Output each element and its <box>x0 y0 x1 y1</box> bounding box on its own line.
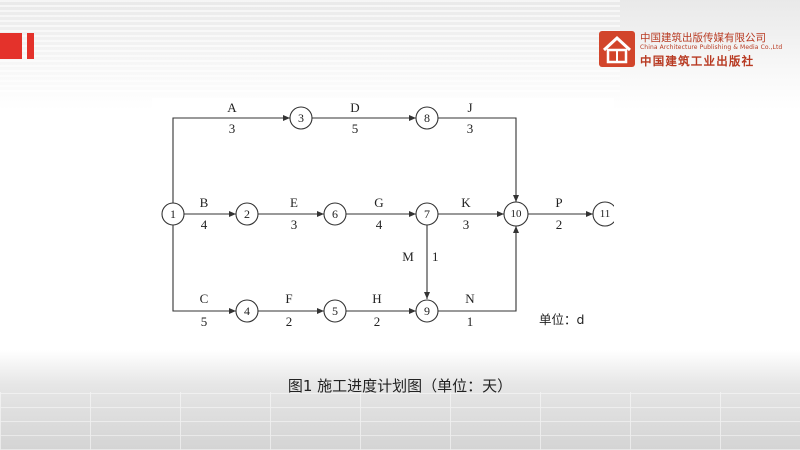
activity-duration-N: 1 <box>467 314 474 329</box>
edge-9-10 <box>438 226 519 312</box>
node-5: 5 <box>323 299 347 323</box>
edge-1-3 <box>172 115 290 204</box>
activity-name-E: E <box>290 195 298 210</box>
unit-label: 单位：d <box>539 312 584 327</box>
background-floor-grid <box>0 392 800 450</box>
activity-duration-A: 3 <box>229 121 236 136</box>
node-label-11: 11 <box>600 208 611 220</box>
network-diagram-panel: A 3 D 5 J 3 B 4 E 3 G 4 K 3 P 2 M 1 C 5 … <box>152 98 614 343</box>
background-map-texture <box>0 0 620 95</box>
node-6: 6 <box>323 202 347 226</box>
node-label-9: 9 <box>424 304 430 318</box>
publisher-logo-block: 中国建筑出版传媒有限公司 China Architecture Publishi… <box>598 30 794 72</box>
activity-name-P: P <box>555 195 562 210</box>
node-label-10: 10 <box>511 208 523 220</box>
activity-duration-P: 2 <box>556 217 563 232</box>
activity-duration-J: 3 <box>467 121 474 136</box>
node-label-7: 7 <box>424 207 430 221</box>
activity-name-A: A <box>227 100 237 115</box>
publisher-name-cn2: 中国建筑工业出版社 <box>640 54 755 68</box>
activity-name-J: J <box>467 100 472 115</box>
node-2: 2 <box>235 202 259 226</box>
node-9: 9 <box>415 299 439 323</box>
edge-1-4 <box>172 224 236 314</box>
accent-bar-small <box>27 33 34 59</box>
activity-duration-C: 5 <box>201 314 208 329</box>
activity-duration-F: 2 <box>286 314 293 329</box>
activity-name-K: K <box>461 195 471 210</box>
activity-name-D: D <box>350 100 359 115</box>
activity-name-C: C <box>200 291 209 306</box>
node-label-1: 1 <box>170 207 176 221</box>
activity-name-F: F <box>285 291 292 306</box>
node-4: 4 <box>235 299 259 323</box>
node-label-5: 5 <box>332 304 338 318</box>
activity-duration-G: 4 <box>376 217 383 232</box>
network-diagram: A 3 D 5 J 3 B 4 E 3 G 4 K 3 P 2 M 1 C 5 … <box>161 100 614 329</box>
node-label-3: 3 <box>298 111 304 125</box>
activity-duration-E: 3 <box>291 217 298 232</box>
publisher-name-cn: 中国建筑出版传媒有限公司 <box>640 32 766 44</box>
node-11: 11 <box>592 201 614 227</box>
figure-caption: 图1 施工进度计划图（单位：天） <box>287 377 513 395</box>
node-3: 3 <box>289 106 313 130</box>
activity-name-M: M <box>402 249 414 264</box>
accent-bar <box>0 33 22 59</box>
activity-name-G: G <box>374 195 383 210</box>
node-1: 1 <box>161 202 185 226</box>
activity-duration-M: 1 <box>432 249 439 264</box>
activity-duration-B: 4 <box>201 217 208 232</box>
activity-name-B: B <box>200 195 209 210</box>
node-label-8: 8 <box>424 111 430 125</box>
edge-8-10 <box>438 117 519 202</box>
activity-duration-D: 5 <box>352 121 359 136</box>
activity-name-N: N <box>465 291 475 306</box>
node-7: 7 <box>415 202 439 226</box>
activity-duration-K: 3 <box>463 217 470 232</box>
activity-duration-H: 2 <box>374 314 381 329</box>
node-label-6: 6 <box>332 207 338 221</box>
publisher-emblem-icon <box>599 31 635 67</box>
node-label-2: 2 <box>244 207 250 221</box>
activity-name-H: H <box>372 291 381 306</box>
publisher-name-en: China Architecture Publishing & Media Co… <box>640 44 783 51</box>
node-10: 10 <box>503 201 529 227</box>
background-floor <box>0 350 800 450</box>
node-label-4: 4 <box>244 304 250 318</box>
node-8: 8 <box>415 106 439 130</box>
